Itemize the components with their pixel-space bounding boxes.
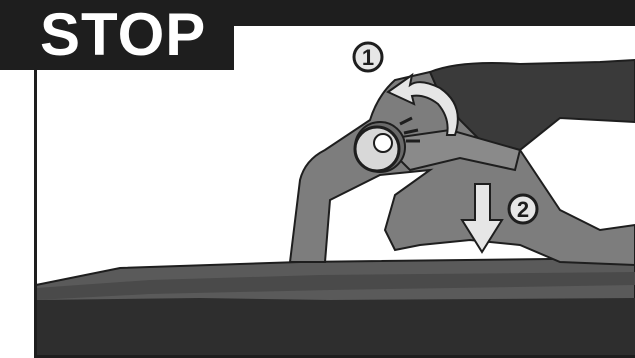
- top-border-strip: [234, 0, 635, 26]
- illustration-frame: [34, 24, 635, 358]
- stop-banner: STOP: [0, 0, 234, 70]
